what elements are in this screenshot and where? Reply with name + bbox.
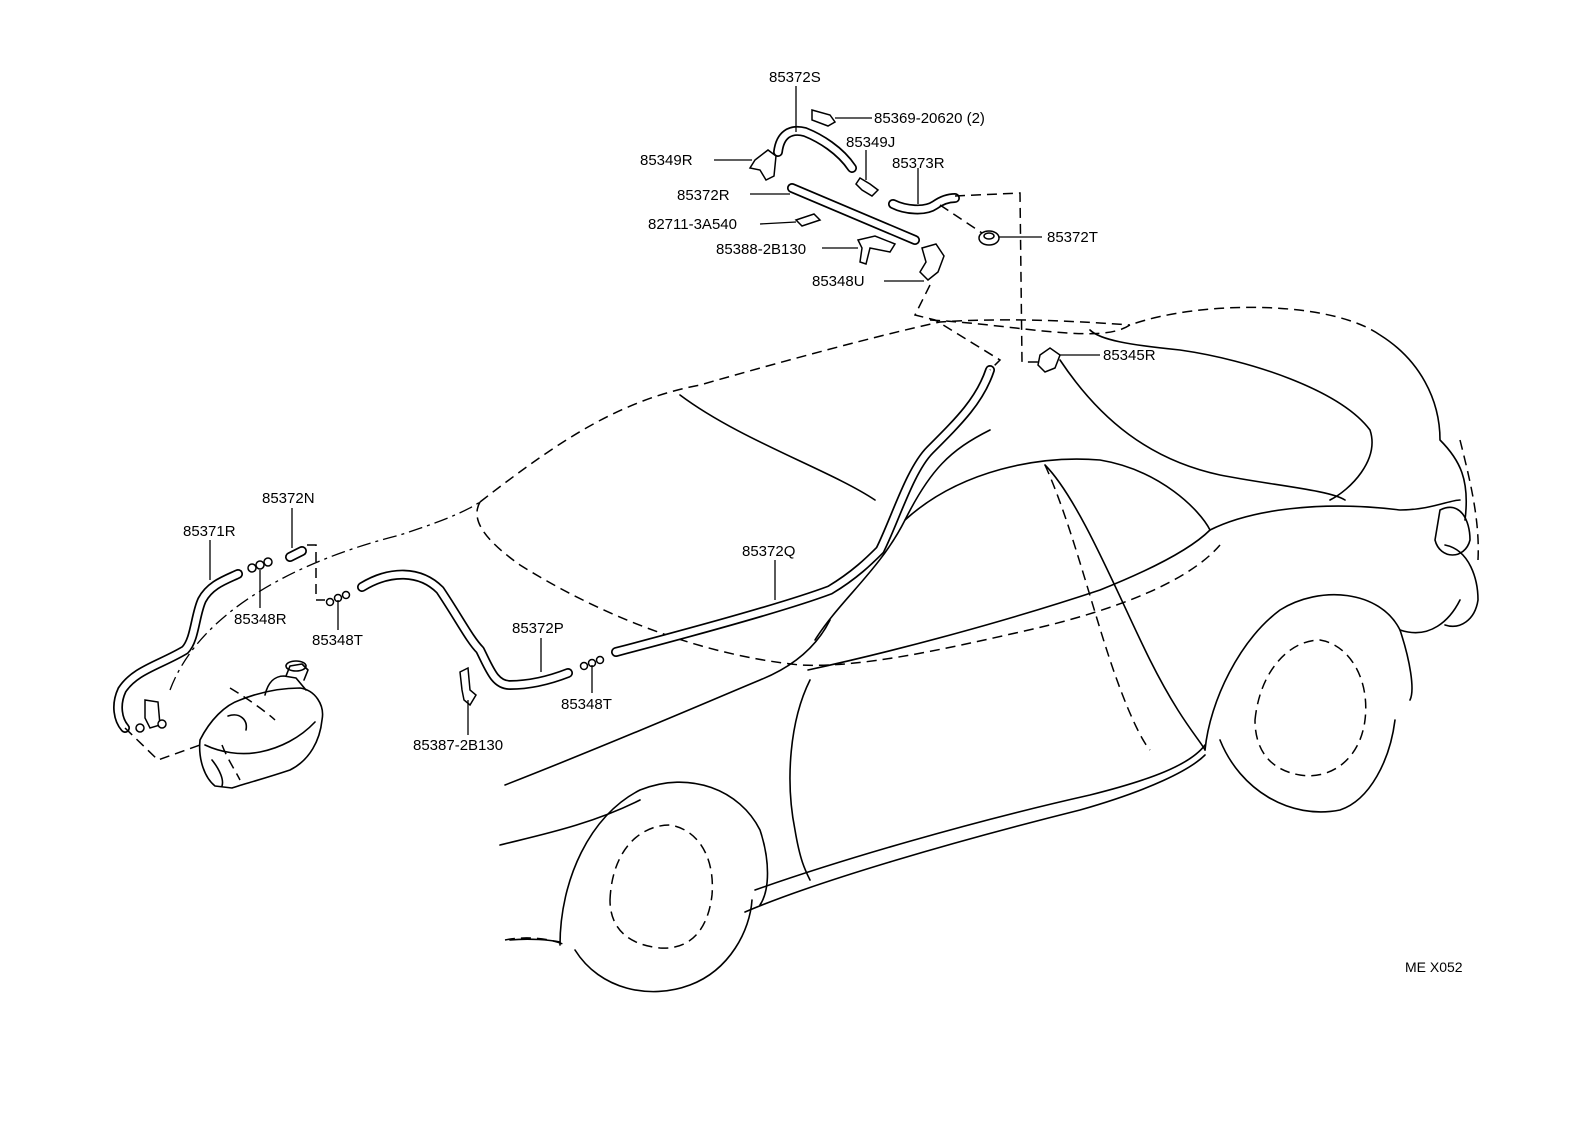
tank-upper-edge — [204, 721, 316, 755]
bracket-85388 — [856, 235, 897, 265]
label-85348R: 85348R — [234, 611, 287, 628]
hose-lines — [113, 126, 995, 733]
door-window-sill — [807, 529, 1211, 671]
check-valve-85348U — [919, 243, 945, 282]
front-hub-hidden — [609, 824, 714, 949]
rear-hub-hidden — [1254, 639, 1367, 777]
hose-85372Q — [611, 365, 995, 657]
label-85349R: 85349R — [640, 152, 693, 169]
label-85372N: 85372N — [262, 490, 315, 507]
roof-front-edge — [479, 319, 1131, 503]
label-85345R: 85345R — [1103, 347, 1156, 364]
hood-edge — [169, 501, 481, 691]
roof-rear-edge — [929, 306, 1381, 336]
tank-front-rib — [211, 759, 224, 787]
route-to-85372T — [939, 204, 986, 236]
windshield-lower-edge — [476, 501, 1221, 667]
washer-tank — [198, 660, 324, 789]
front-fender-line — [504, 619, 831, 786]
label-85372T: 85372T — [1047, 229, 1098, 246]
front-pillar — [814, 429, 991, 641]
hidden-routing — [124, 192, 1040, 761]
label-85371R: 85371R — [183, 523, 236, 540]
front-tire-lower — [574, 899, 753, 993]
rear-quarter-upper — [1379, 334, 1468, 521]
rear-nozzle-85345R — [1037, 347, 1061, 373]
rear-bumper-corner — [1444, 544, 1479, 627]
tank-bracket — [144, 699, 161, 729]
a-pillar-line — [679, 394, 876, 501]
label-85349J: 85349J — [846, 134, 895, 151]
filler-cap-top — [285, 660, 307, 672]
tail-light — [1434, 506, 1471, 556]
label-85387: 85387-2B130 — [413, 737, 503, 754]
clip-82711 — [794, 213, 822, 227]
rear-wheel-arch — [1204, 593, 1413, 751]
route-85372N-85348T — [307, 544, 325, 601]
label-85388: 85388-2B130 — [716, 241, 806, 258]
label-85348T-a: 85348T — [312, 632, 363, 649]
door-front-edge — [789, 679, 811, 881]
b-pillar — [1044, 464, 1206, 751]
bracket-85387 — [459, 666, 477, 707]
connector-85348T-b — [579, 661, 589, 671]
label-85372S: 85372S — [769, 69, 821, 86]
part-labels: 85372S 85369-20620 (2) 85349J 85349R 853… — [183, 69, 1463, 975]
front-lower-line — [509, 938, 561, 943]
tank-pump-port — [227, 714, 248, 731]
spoiler-outline — [1089, 329, 1373, 501]
tank-hidden-edge — [221, 744, 241, 781]
nozzle-clip-85369 — [811, 109, 837, 127]
connector-85348R — [247, 563, 257, 573]
front-bumper-line — [499, 799, 641, 846]
beltline-rear — [1209, 499, 1461, 531]
joint-85349R — [748, 149, 777, 181]
label-85369: 85369-20620 (2) — [874, 110, 985, 127]
rear-bumper-line — [1399, 599, 1461, 634]
label-85348U: 85348U — [812, 273, 865, 290]
rear-tire-lower — [1219, 719, 1396, 813]
tank-filler-neck — [264, 675, 307, 696]
small-parts — [135, 109, 1061, 733]
route-tank-pump — [229, 687, 276, 721]
leader-lines — [209, 86, 1100, 735]
route-to-85345R — [954, 192, 1040, 363]
front-wheel-arch — [559, 781, 769, 946]
joint-85349J — [855, 176, 880, 197]
rocker-upper — [754, 744, 1206, 891]
door-rear-edge-hidden — [1044, 464, 1151, 751]
tank-body — [198, 687, 324, 789]
label-82711: 82711-3A540 — [648, 216, 737, 233]
label-85372P: 85372P — [512, 620, 564, 637]
rocker-panel — [744, 754, 1206, 913]
route-to-tank — [124, 727, 201, 761]
label-85348T-b: 85348T — [561, 696, 612, 713]
label-85373R: 85373R — [892, 155, 945, 172]
car-body-outline — [169, 306, 1480, 993]
rear-glass-lower — [1059, 359, 1346, 501]
connector-85348T-a — [325, 597, 335, 607]
side-window-top — [904, 458, 1211, 531]
diagram-code: ME X052 — [1405, 959, 1463, 975]
route-to-85372Q — [913, 284, 1002, 371]
label-85372Q: 85372Q — [742, 543, 795, 560]
label-85372R: 85372R — [677, 187, 730, 204]
